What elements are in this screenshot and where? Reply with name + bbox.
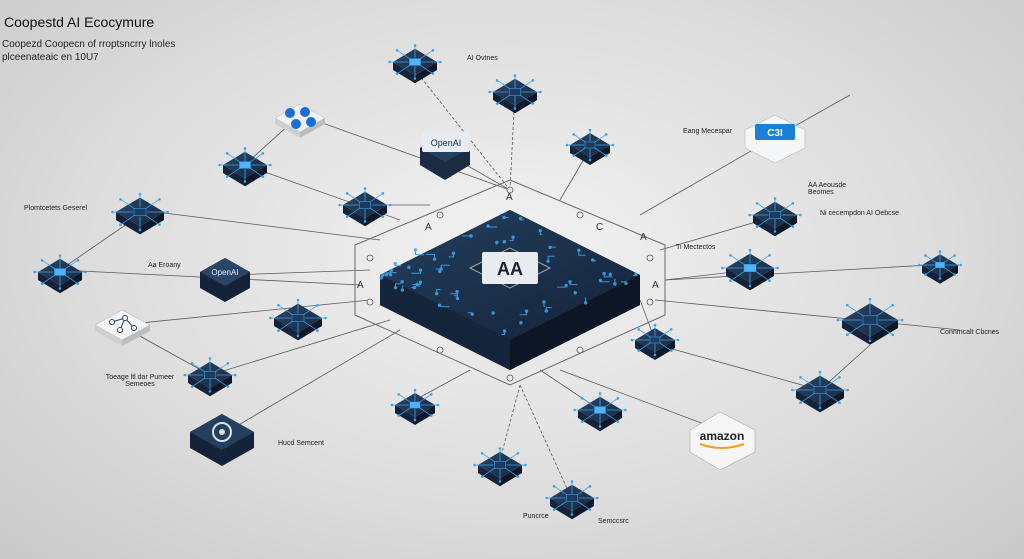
subtitle-line-2: plceenateaic en 10U7 xyxy=(2,52,99,63)
chip-node xyxy=(573,392,627,432)
openai-node-top: OpenAI xyxy=(420,132,470,180)
chip-node xyxy=(111,192,169,235)
amazon-logo-text: amazon xyxy=(700,429,745,443)
ring-letter-4: A xyxy=(357,280,364,291)
label-semccsrc: Semccsrc xyxy=(598,518,629,525)
chip-node xyxy=(791,370,849,413)
chip-node xyxy=(918,250,962,284)
chip-node xyxy=(748,197,802,237)
eye-node xyxy=(190,414,254,466)
ring-letter-2: C xyxy=(596,222,603,233)
ring-letter-1: A xyxy=(506,192,513,203)
chip-node xyxy=(630,323,680,360)
chip-node xyxy=(338,187,392,227)
ring-letter-5: A xyxy=(652,280,659,291)
openai-node-left: OpenAI xyxy=(200,258,250,302)
label-ti-mectectos: Ti Mectectos xyxy=(676,244,716,251)
chip-node xyxy=(390,388,440,425)
blue-dots-node xyxy=(274,103,326,138)
hub-ring xyxy=(354,179,666,386)
ring-dots xyxy=(366,186,654,382)
label-hucd: Hucd Semcent xyxy=(278,440,324,447)
label-toeage: Toeage ltl dar Pumeer Semeoes xyxy=(105,374,175,388)
label-plomtcetets: Plomtcetets Geserel xyxy=(24,205,88,212)
chip-node xyxy=(565,128,615,165)
ring-letter-3: A xyxy=(425,222,432,233)
chip-node xyxy=(33,254,87,294)
ring-letter-6: A xyxy=(640,232,647,243)
central-hub: AA xyxy=(379,210,640,370)
label-ai-ovtnes: AI Ovtnes xyxy=(467,55,498,62)
chip-node xyxy=(269,298,327,341)
label-puncrce: Puncrce xyxy=(523,513,549,520)
chip-node xyxy=(218,147,272,187)
page-subtitle: Coopezd Coopecn of rroptsncrry lnoles pl… xyxy=(2,38,232,64)
label-conmcalt: Connmcalt Cbcnes xyxy=(940,329,1000,336)
chip-node xyxy=(183,357,237,397)
chip-node xyxy=(488,74,542,114)
label-ni-cecempdon: Ni cecempdon AI Oebcse xyxy=(820,210,899,217)
blue-logo-node: C3I xyxy=(744,114,806,164)
label-aa-aeousde: AA Aeousde Beomes xyxy=(808,182,847,196)
chip-node xyxy=(473,447,527,487)
subtitle-line-1: Coopezd Coopecn of rroptsncrry lnoles xyxy=(2,39,176,50)
openai-left-logo: OpenAI xyxy=(211,268,238,277)
blue-logo-text: C3I xyxy=(767,128,783,139)
page-title: Coopestd AI Ecocymure xyxy=(4,14,155,30)
chip-node xyxy=(545,480,599,520)
chip-node xyxy=(721,248,779,291)
label-aa-eroany: Aa Eroany xyxy=(148,262,181,269)
amazon-node: amazon xyxy=(689,411,756,471)
chip-node xyxy=(836,297,904,345)
molecule-node xyxy=(94,309,151,346)
hub-chip-label: AA xyxy=(497,259,523,279)
chip-node xyxy=(388,44,442,84)
label-eang-mecesper: Eang Mecespar xyxy=(683,128,733,135)
openai-top-logo: OpenAI xyxy=(431,138,462,148)
connection-lines xyxy=(59,69,961,496)
